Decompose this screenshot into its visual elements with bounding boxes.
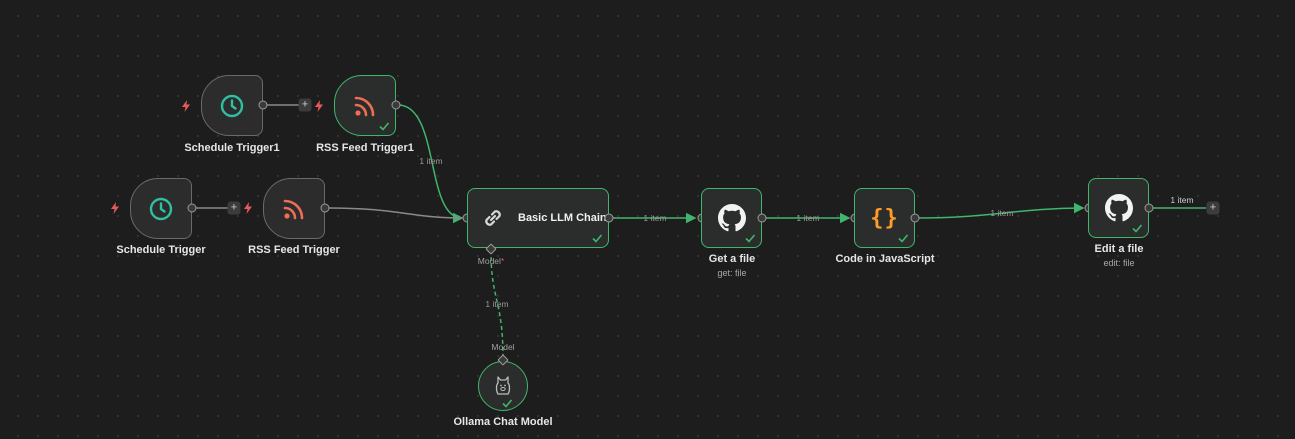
connection-rss1-chain[interactable] xyxy=(397,104,464,224)
rss-icon xyxy=(283,199,304,219)
github-icon xyxy=(1104,194,1133,222)
clock-icon xyxy=(149,197,173,220)
trigger-bolt-icon xyxy=(111,202,119,214)
connection-ollama-chain[interactable] xyxy=(490,251,504,359)
output-port[interactable] xyxy=(1144,203,1154,213)
node-title: Code in JavaScript xyxy=(835,253,935,265)
link-icon xyxy=(485,210,501,226)
success-check-icon xyxy=(745,234,756,243)
success-check-icon xyxy=(898,234,909,243)
ollama-chat-model-node[interactable] xyxy=(478,361,528,411)
node-title: Schedule Trigger1 xyxy=(184,142,280,154)
edge-item-count-label: 1 item xyxy=(1170,195,1194,205)
llama-icon xyxy=(495,376,511,395)
add-node-button[interactable]: + xyxy=(227,201,241,215)
output-port[interactable] xyxy=(258,100,268,110)
output-port[interactable] xyxy=(910,213,920,223)
get-a-file-node[interactable] xyxy=(701,188,762,248)
trigger-bolt-icon xyxy=(315,100,323,112)
trigger-bolt-icon xyxy=(182,100,190,112)
clock-icon xyxy=(220,94,244,117)
output-port[interactable] xyxy=(187,203,197,213)
rss-icon xyxy=(354,96,375,116)
output-port[interactable] xyxy=(320,203,330,213)
node-subtitle: get: file xyxy=(717,268,747,278)
edge-item-count-label: 1 item xyxy=(796,213,820,223)
node-title: Ollama Chat Model xyxy=(453,416,553,428)
github-icon xyxy=(717,204,746,232)
code-in-javascript-node[interactable]: {} xyxy=(854,188,915,248)
output-port[interactable] xyxy=(604,213,614,223)
rss-feed-trigger1-node[interactable] xyxy=(334,75,396,136)
schedule-trigger1-node[interactable] xyxy=(201,75,263,136)
output-port[interactable] xyxy=(757,213,767,223)
schedule-trigger-node[interactable] xyxy=(130,178,192,239)
node-title: RSS Feed Trigger1 xyxy=(316,142,414,154)
add-node-button[interactable]: + xyxy=(298,98,312,112)
edge-item-count-label: 1 item xyxy=(990,208,1014,218)
node-subtitle: edit: file xyxy=(1103,258,1135,268)
connection-code-edit[interactable] xyxy=(917,202,1085,219)
success-check-icon xyxy=(379,122,390,131)
output-port[interactable] xyxy=(391,100,401,110)
node-title: Basic LLM Chain xyxy=(518,212,607,224)
edge-item-count-label: 1 item xyxy=(643,213,667,223)
node-title: Schedule Trigger xyxy=(116,244,206,256)
edge-item-count-label: 1 item xyxy=(419,156,443,166)
braces-icon: {} xyxy=(870,205,899,231)
edit-a-file-node[interactable] xyxy=(1088,178,1149,238)
model-port-label: Model* xyxy=(477,256,505,266)
node-title: RSS Feed Trigger xyxy=(248,244,340,256)
node-title: Edit a file xyxy=(1094,243,1144,255)
trigger-bolt-icon xyxy=(244,202,252,214)
success-check-icon xyxy=(502,399,513,408)
add-node-button[interactable]: + xyxy=(1206,201,1220,215)
rss-feed-trigger-node[interactable] xyxy=(263,178,325,239)
model-port-label: Model xyxy=(491,342,515,352)
success-check-icon xyxy=(592,234,603,243)
basic-llm-chain-node[interactable]: Basic LLM Chain xyxy=(467,188,609,248)
node-title: Get a file xyxy=(708,253,756,265)
success-check-icon xyxy=(1132,224,1143,233)
edge-item-count-label: 1 item xyxy=(485,299,509,309)
connection-rss-chain[interactable] xyxy=(326,207,463,219)
